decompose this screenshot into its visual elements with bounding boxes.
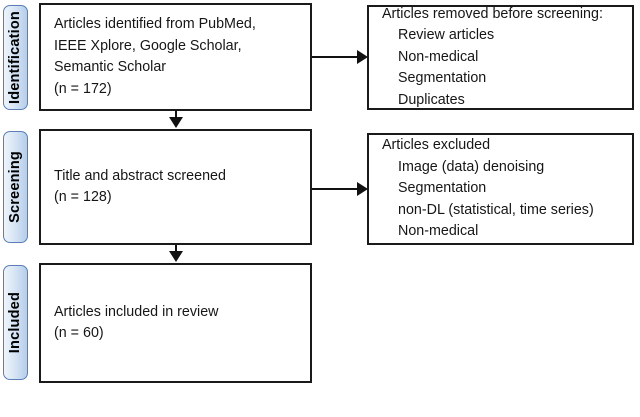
stage-tab-identification: Identification [3, 5, 28, 110]
box-line-item: Review articles [398, 27, 495, 44]
box-line: Title and abstract screened [54, 167, 226, 184]
records-included-content: Articles included in review (n = 60) [41, 302, 310, 345]
box-line-count: (n = 128) [54, 189, 112, 205]
records-screened-content: Title and abstract screened (n = 128) [41, 166, 310, 209]
box-line: Semantic Scholar [54, 59, 167, 75]
box-line: IEEE Xplore, Google Scholar, [54, 37, 242, 54]
box-line: Articles identified from PubMed, [54, 16, 256, 32]
records-screened-box: Title and abstract screened (n = 128) [39, 129, 312, 245]
stage-tab-included-label: Included [7, 291, 24, 354]
box-line-item: Non-medical [398, 48, 479, 65]
connector-line [312, 56, 359, 58]
stage-tab-screening: Screening [3, 131, 28, 243]
box-line-item: Duplicates [398, 91, 465, 108]
connector-line [175, 111, 177, 120]
records-identified-box: Articles identified from PubMed, IEEE Xp… [39, 3, 312, 111]
box-line-item: Non-medical [398, 223, 479, 240]
arrow-down-icon [169, 117, 183, 128]
box-line-count: (n = 60) [54, 325, 104, 341]
connector-line [175, 245, 177, 254]
arrow-right-icon [357, 50, 368, 64]
records-included-box: Articles included in review (n = 60) [39, 263, 312, 383]
box-line-count: (n = 172) [54, 80, 112, 97]
records-excluded-content: Articles excluded Image (data) denoising… [369, 135, 632, 243]
records-removed-box: Articles removed before screening: Revie… [367, 5, 634, 110]
records-excluded-box: Articles excluded Image (data) denoising… [367, 133, 634, 245]
stage-tab-included: Included [3, 265, 28, 380]
box-line-item: Segmentation [398, 70, 487, 87]
box-line-item: Image (data) denoising [398, 158, 545, 175]
records-removed-content: Articles removed before screening: Revie… [369, 4, 632, 112]
stage-tab-identification-label: Identification [7, 10, 24, 105]
box-line-item: Segmentation [398, 180, 487, 197]
stage-tab-screening-label: Screening [7, 151, 24, 223]
arrow-down-icon [169, 251, 183, 262]
box-line: Articles included in review [54, 303, 219, 320]
box-line-heading: Articles excluded [382, 137, 491, 154]
box-line-heading: Articles removed before screening: [382, 5, 603, 22]
records-identified-content: Articles identified from PubMed, IEEE Xp… [41, 14, 310, 100]
arrow-right-icon [357, 182, 368, 196]
connector-line [312, 188, 359, 190]
box-line-item: non-DL (statistical, time series) [398, 201, 594, 218]
